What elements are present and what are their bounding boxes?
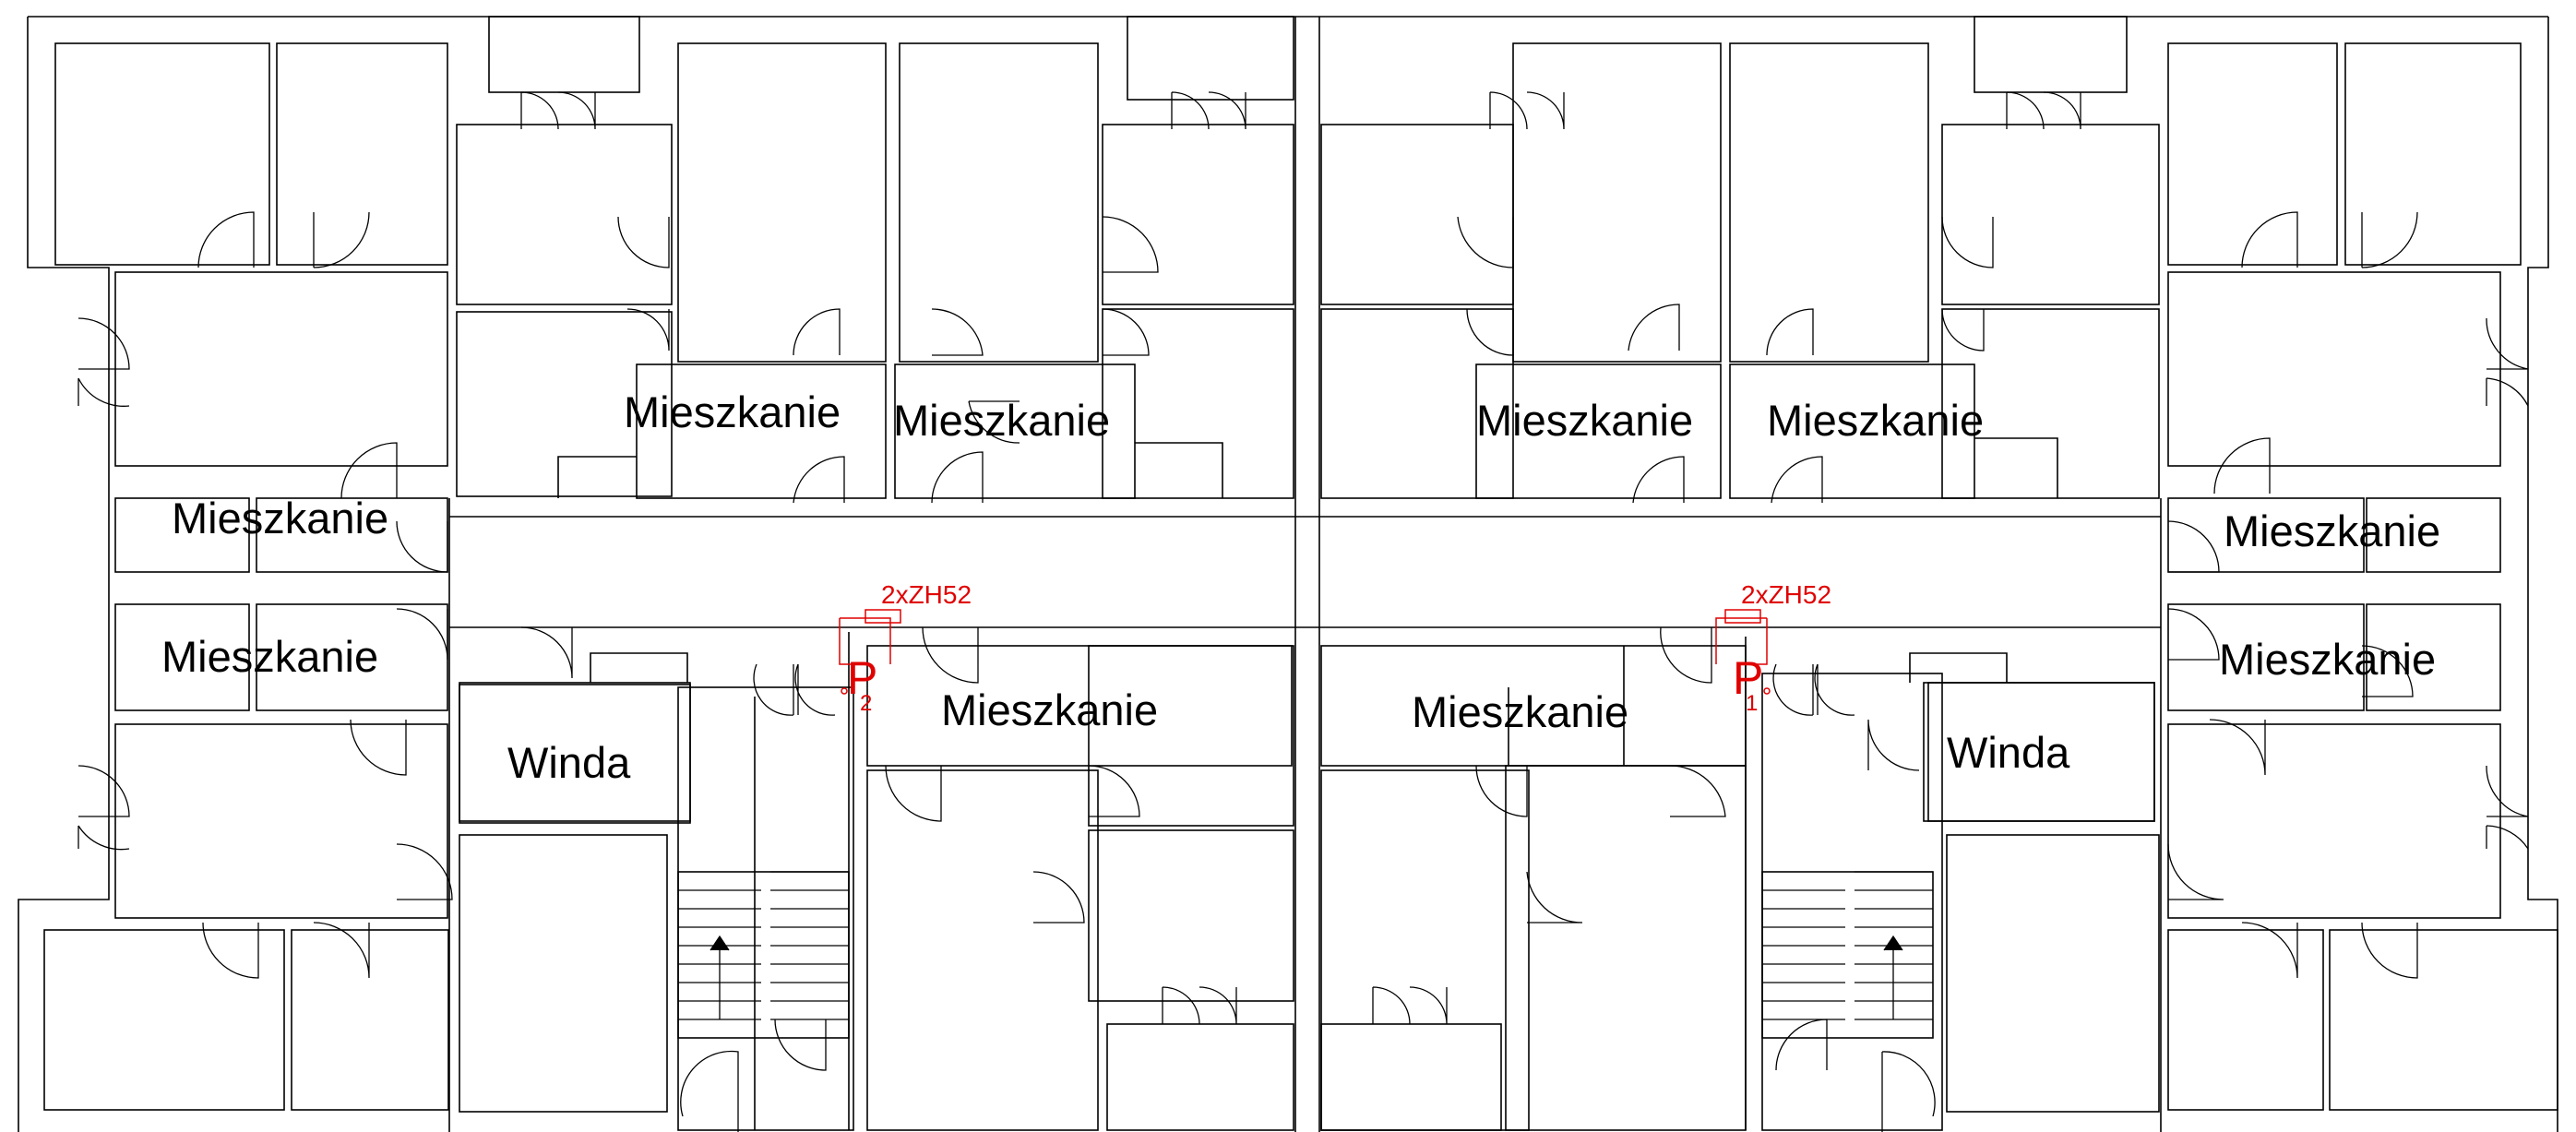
apartment-label: Mieszkanie [1412, 687, 1628, 736]
apartment-label: Mieszkanie [1767, 396, 1984, 445]
elevator-shaft-right [1923, 682, 2155, 822]
apartment-label: Mieszkanie [941, 685, 1158, 734]
apartment-label: Mieszkanie [2224, 506, 2440, 555]
distribution-panel-left-index: 2 [860, 691, 872, 716]
apartment-label: Mieszkanie [172, 494, 388, 542]
distribution-panel-right-index: 1 [1746, 691, 1758, 716]
elevator-shaft-left [459, 684, 691, 824]
distribution-panel-left: P [847, 652, 877, 704]
staircases [677, 871, 1934, 1039]
doors [78, 91, 2529, 1132]
room-labels: Mieszkanie Mieszkanie Mieszkanie Mieszka… [161, 387, 2440, 787]
apartment-label: Mieszkanie [624, 387, 841, 436]
distribution-panel-right: P [1733, 652, 1763, 704]
elevator-label: Winda [1947, 728, 2070, 777]
riser-annotations: 2xZH52 2xZH52 P 2 P 1 [847, 580, 1831, 716]
electrical-annotations [839, 609, 1771, 695]
apartment-label: Mieszkanie [2219, 635, 2436, 684]
walls [18, 16, 2558, 1132]
apartment-label: Mieszkanie [161, 632, 378, 681]
apartment-label: Mieszkanie [893, 396, 1110, 445]
riser-label-left: 2xZH52 [881, 580, 972, 609]
riser-label-right: 2xZH52 [1741, 580, 1831, 609]
elevator-label: Winda [507, 738, 631, 787]
apartment-label: Mieszkanie [1476, 396, 1693, 445]
